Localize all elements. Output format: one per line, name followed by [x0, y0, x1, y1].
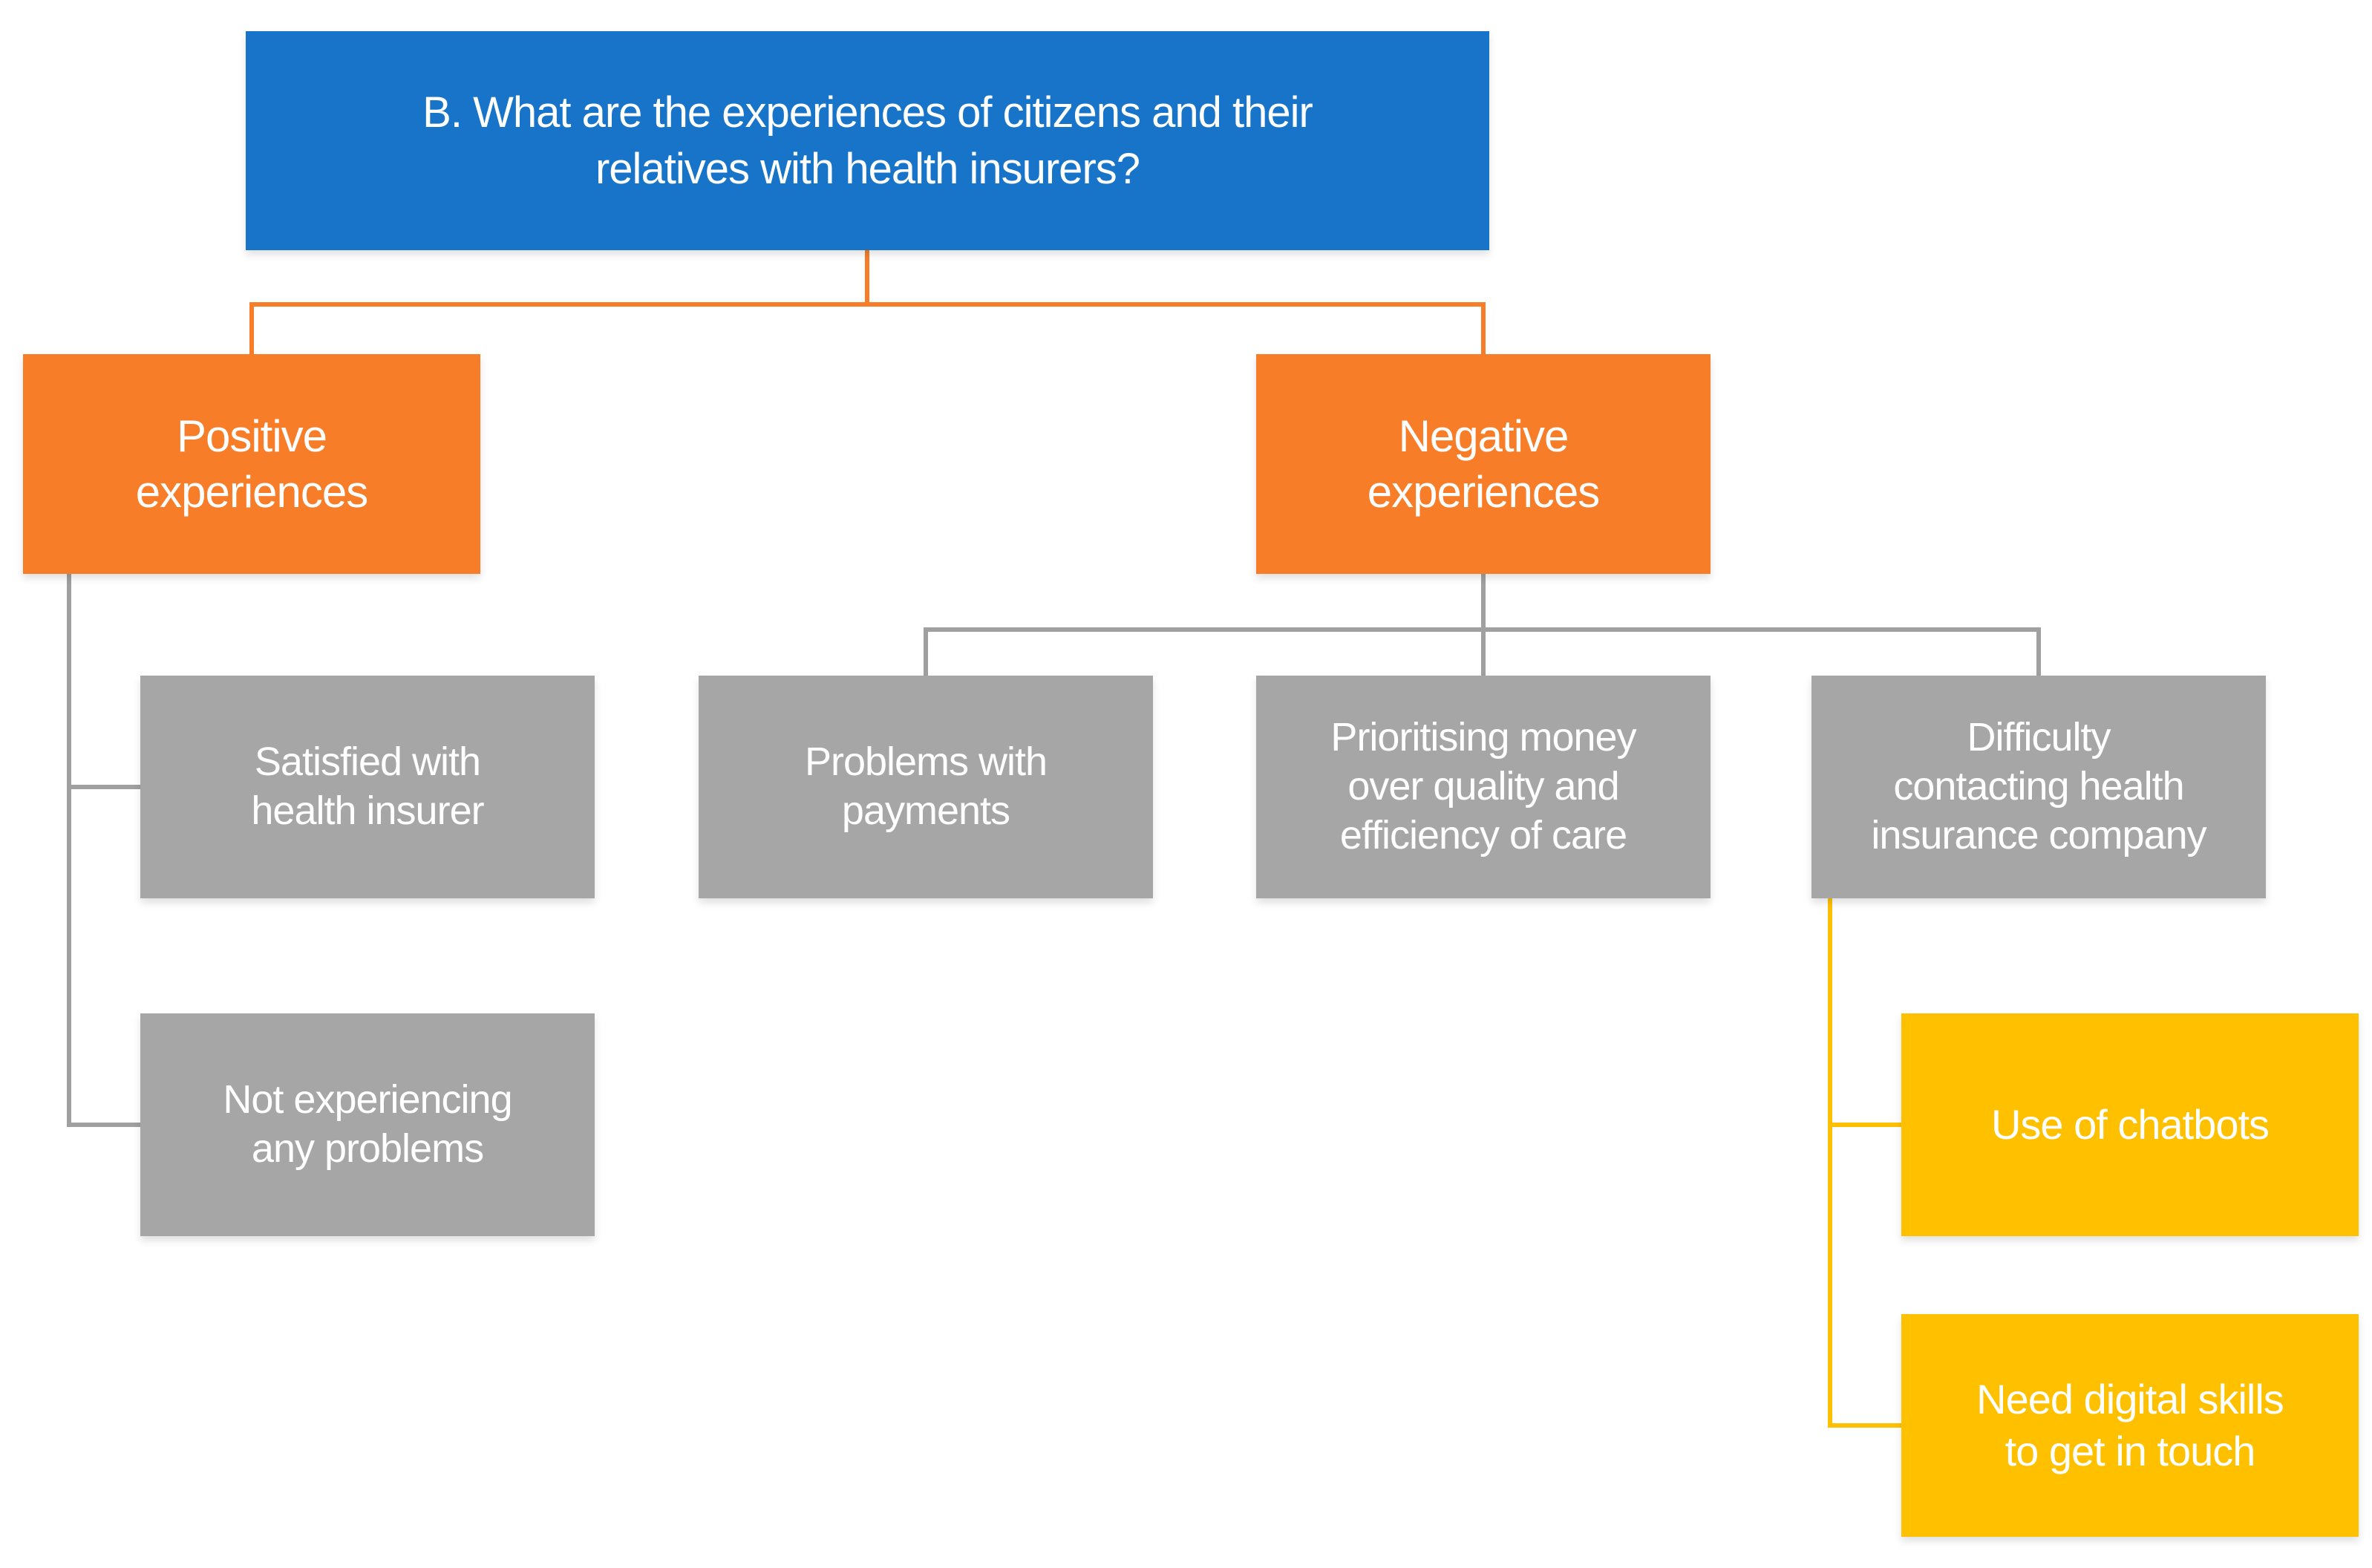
connector-stub-no-problems: [67, 1123, 140, 1127]
connector-drop-positive: [249, 302, 254, 354]
connector-root-stem: [865, 250, 869, 304]
connector-drop-contact: [2036, 627, 2041, 676]
node-prioritising-money: Prioritising money over quality and effi…: [1256, 676, 1711, 898]
node-problems-with-payments: Problems with payments: [699, 676, 1153, 898]
node-use-of-chatbots: Use of chatbots: [1901, 1013, 2359, 1236]
connector-root-crossbar: [249, 302, 1486, 307]
connector-stub-digital-skills: [1828, 1423, 1901, 1428]
node-need-digital-skills: Need digital skills to get in touch: [1901, 1314, 2359, 1537]
connector-negative-stem: [1481, 574, 1486, 676]
node-satisfied-with-insurer: Satisfied with health insurer: [140, 676, 595, 898]
node-positive-experiences: Positive experiences: [23, 354, 480, 574]
connector-positive-elbow-stem: [67, 570, 71, 1127]
connector-negative-crossbar: [924, 627, 2041, 632]
connector-drop-negative: [1481, 302, 1486, 354]
connector-drop-payments: [924, 627, 928, 676]
connector-stub-chatbots: [1828, 1123, 1901, 1127]
root-question-node: B. What are the experiences of citizens …: [246, 31, 1489, 250]
node-difficulty-contacting: Difficulty contacting health insurance c…: [1811, 676, 2266, 898]
node-negative-experiences: Negative experiences: [1256, 354, 1711, 574]
node-not-experiencing-problems: Not experiencing any problems: [140, 1013, 595, 1236]
connector-contact-elbow-stem: [1828, 898, 1832, 1428]
connector-stub-satisfied: [67, 785, 140, 789]
